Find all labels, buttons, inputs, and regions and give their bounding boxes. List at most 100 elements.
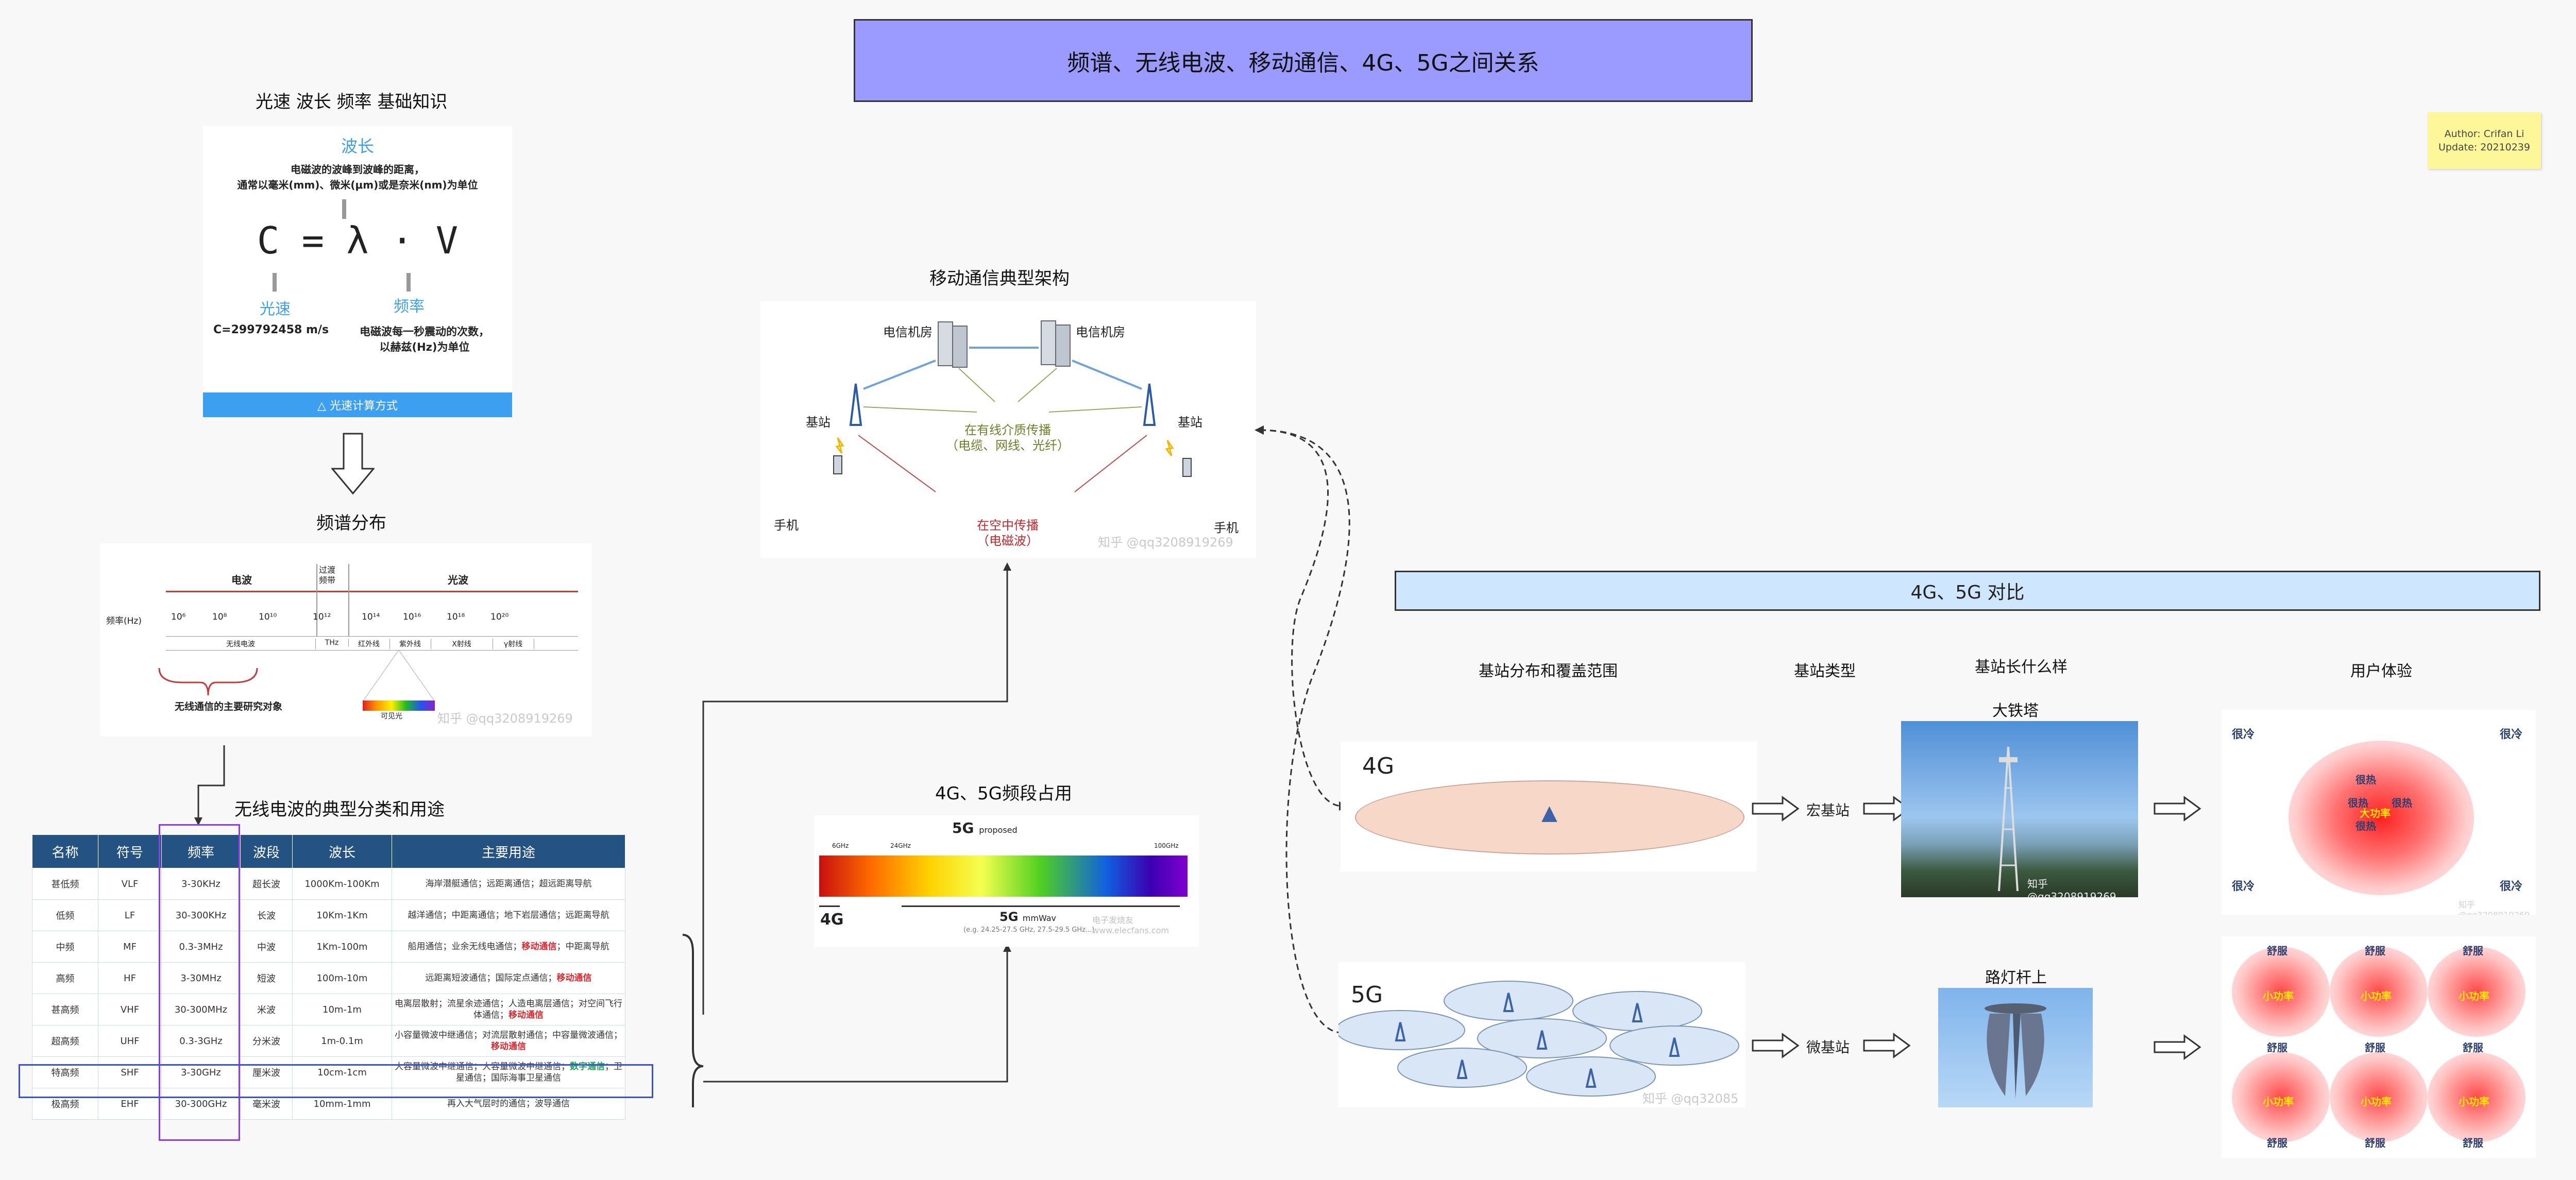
g4-range xyxy=(819,905,840,907)
table-cell: 30-300KHz xyxy=(161,899,241,931)
visible-label: 可见光 xyxy=(381,712,402,721)
comfy-label: 舒服 xyxy=(2365,1137,2385,1149)
macro-station-label: 宏基站 xyxy=(1806,802,1850,819)
low-power-label: 小功率 xyxy=(2459,990,2489,1002)
tick-label: 10¹⁸ xyxy=(447,612,465,622)
col-coverage: 基站分布和覆盖范围 xyxy=(1479,662,1618,680)
arrow-right-icon xyxy=(2154,796,2201,822)
table-cell: 中波 xyxy=(240,931,293,963)
hot-label: 很热 xyxy=(2348,797,2368,809)
micro-station-label: 微基站 xyxy=(1806,1039,1850,1056)
base-station-2: 基站 xyxy=(1178,415,1202,430)
table-cell: 0.3-3GHz xyxy=(161,1025,241,1057)
dashed-connectors xyxy=(1255,425,1350,1037)
table-cell: 毫米波 xyxy=(240,1088,293,1120)
comfy-label: 舒服 xyxy=(2463,1137,2483,1149)
table-cell: 船用通信；业余无线电通信；移动通信；中距离导航 xyxy=(392,931,625,963)
col-station-type: 基站类型 xyxy=(1794,662,1856,680)
wavelength-title: 波长 xyxy=(341,136,374,156)
mmwave-label: 5G mmWav xyxy=(999,910,1056,924)
table-cell: UHF xyxy=(98,1025,162,1057)
architecture-diagram xyxy=(833,320,1192,492)
g5-label: 5G proposed xyxy=(952,819,1018,836)
comfy-label: 舒服 xyxy=(2365,1041,2385,1054)
cold-label: 很冷 xyxy=(2232,880,2255,893)
architecture-heading: 移动通信典型架构 xyxy=(929,268,1070,289)
heat-zone xyxy=(2289,741,2474,895)
wired-line1: 在有线介质传播 xyxy=(964,423,1051,437)
table-cell: 海岸潜艇通信；远距离通信；超远距离导航 xyxy=(392,868,625,900)
table-cell: HF xyxy=(98,962,162,994)
divider-right xyxy=(348,564,349,636)
table-cell: 30-300MHz xyxy=(161,994,241,1025)
table-cell: 1000Km-100Km xyxy=(292,868,392,900)
tower-icon: ▲ xyxy=(1541,801,1557,825)
table-cell: 再入大气层时的通信；波导通信 xyxy=(392,1088,625,1120)
telecom-room-1: 电信机房 xyxy=(883,325,933,339)
proposed-text: proposed xyxy=(979,825,1018,835)
hot-label: 很热 xyxy=(2355,774,2376,786)
low-power-label: 小功率 xyxy=(2263,990,2294,1002)
table-cell: VLF xyxy=(98,868,162,900)
air-line2: （电磁波） xyxy=(977,534,1039,548)
table-cell: 电离层散射；流星余迹通信；人造电离层通信；对空间飞行体通信；移动通信 xyxy=(392,994,625,1025)
freq-desc1: 电磁波每一秒震动的次数， xyxy=(360,326,489,338)
comfy-label: 舒服 xyxy=(2463,945,2483,957)
down-arrow-icon xyxy=(331,433,375,495)
table-cell: 厘米波 xyxy=(240,1056,293,1088)
iron-tower-photo: 知乎 @qq3208919269 xyxy=(1901,721,2138,897)
spectrum-red-line xyxy=(166,591,578,592)
table-cell: 1Km-100m xyxy=(292,931,392,963)
freq-column-highlight xyxy=(159,824,240,1141)
transition-label: 过渡 频带 xyxy=(319,565,335,586)
heat-zone xyxy=(2330,947,2428,1037)
radio-label: 电波 xyxy=(231,574,252,586)
table-cell: 小容量微波中继通信；对流层散射通信；中容量微波通信；移动通信 xyxy=(392,1025,625,1057)
column-header: 名称 xyxy=(32,834,98,868)
low-power-label: 小功率 xyxy=(2263,1096,2294,1108)
freq-axis-label: 频率(Hz) xyxy=(106,616,142,626)
g4-coverage-label: 4G xyxy=(1362,753,1395,779)
table-cell: 高频 xyxy=(32,962,98,994)
eg-label: (e.g. 24.25-27.5 GHz, 27.5-29.5 GHz...) xyxy=(963,926,1095,934)
experience-5g-card: 舒服 舒服 舒服 舒服 舒服 舒服 舒服 舒服 舒服 小功率 小功率 小功率 小… xyxy=(2222,936,2536,1158)
g4-label: 4G xyxy=(820,911,844,929)
column-header: 符号 xyxy=(98,834,162,868)
table-cell: 远距离短波通信；国际定点通信；移动通信 xyxy=(392,962,625,994)
arrow-right-icon xyxy=(1752,796,1800,822)
lamp-post-label: 路灯杆上 xyxy=(1985,969,2047,987)
watermark: 知乎 @qq32085 xyxy=(1642,1091,1739,1106)
table-cell: 0.3-3MHz xyxy=(161,931,241,963)
table-cell: VHF xyxy=(98,994,162,1025)
research-label: 无线通信的主要研究对象 xyxy=(175,701,283,712)
table-cell: 分米波 xyxy=(240,1025,293,1057)
main-title: 频谱、无线电波、移动通信、4G、5G之间关系 xyxy=(854,19,1753,102)
mmwave-range xyxy=(902,905,1180,907)
table-cell: 低频 xyxy=(32,899,98,931)
column-header: 频率 xyxy=(161,834,241,868)
table-cell: 1m-0.1m xyxy=(292,1025,392,1057)
cold-label: 很冷 xyxy=(2232,728,2255,741)
comfy-label: 舒服 xyxy=(2365,945,2385,957)
table-cell: MF xyxy=(98,931,162,963)
column-header: 波长 xyxy=(292,834,392,868)
band-label: 紫外线 xyxy=(389,639,431,649)
comfy-label: 舒服 xyxy=(2267,1041,2287,1054)
arrow-freq xyxy=(406,273,411,292)
coverage-ellipse-4g xyxy=(1355,780,1744,854)
band-label: 红外线 xyxy=(348,639,390,649)
coverage-cells-5g xyxy=(1338,981,1739,1097)
telecom-room-2: 电信机房 xyxy=(1076,325,1125,339)
table-cell: LF xyxy=(98,899,162,931)
tick-label: 10⁸ xyxy=(212,612,227,622)
lattice-tower-icon xyxy=(1998,746,2019,891)
cold-label: 很冷 xyxy=(2500,880,2523,893)
heat-zone xyxy=(2428,947,2526,1037)
high-power-label: 大功率 xyxy=(2360,807,2391,819)
